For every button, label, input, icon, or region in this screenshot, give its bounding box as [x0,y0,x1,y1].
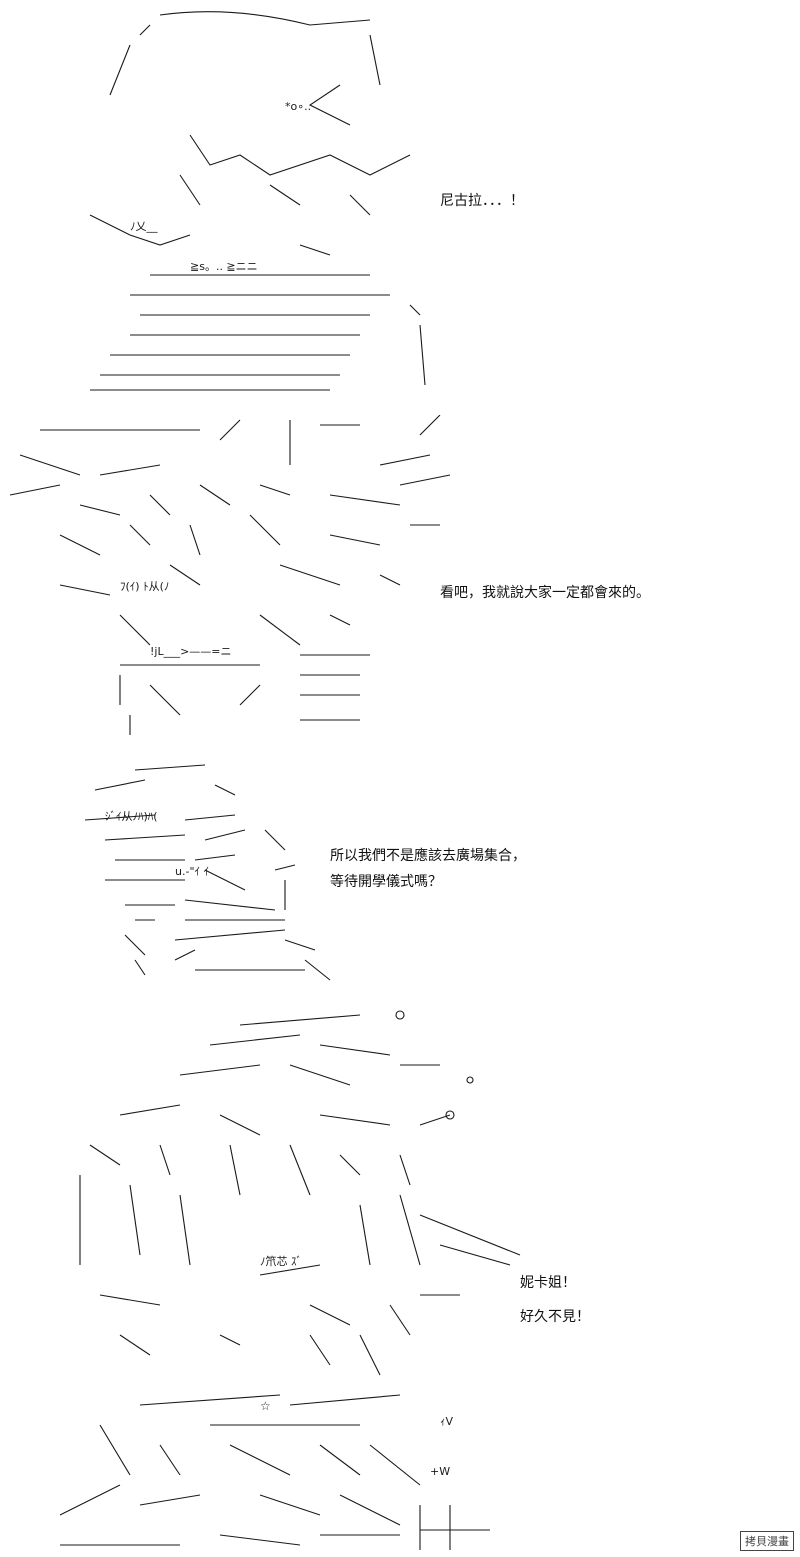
svg-text:u.-"ｲ ｲ: u.-"ｲ ｲ [175,865,209,878]
caption-line: 所以我們不是應該去廣場集合， [330,848,526,864]
caption-1: 尼古拉．．．！ [440,188,524,214]
svg-text:ﾌ(ｲ) ﾄ从(ﾉ: ﾌ(ｲ) ﾄ从(ﾉ [120,580,169,593]
svg-text:+W: +W [430,1465,450,1478]
caption-4: 妮卡姐！ 好久不見！ [520,1270,590,1330]
panel-4: ﾉ笊芯 ｽﾞ ☆ ｨV +W 妮卡姐！ 好久不見！ [0,1000,800,1557]
svg-text:ｼﾞｲ从ﾉﾊ)ﾊ(: ｼﾞｲ从ﾉﾊ)ﾊ( [105,810,158,823]
caption-line: 妮卡姐！ [520,1275,576,1291]
ascii-art-character-2: ﾌ(ｲ) ﾄ从(ﾉ !jL___>——=ニ [0,415,470,745]
svg-text:≧s。.. ≧ニニ: ≧s。.. ≧ニニ [190,260,258,273]
ascii-art-character-1: *o∘.. ﾉ乂__ ≧s。.. ≧ニニ [70,5,440,395]
caption-line: 尼古拉．．．！ [440,193,524,209]
ascii-art-character-3: ｼﾞｲ从ﾉﾊ)ﾊ( u.-"ｲ ｲ [85,760,335,985]
watermark: 拷貝漫畫 [740,1531,794,1551]
panel-2: ﾌ(ｲ) ﾄ从(ﾉ !jL___>——=ニ 看吧，我就說大家一定都會來的。 [0,400,800,755]
panel-3: ｼﾞｲ从ﾉﾊ)ﾊ( u.-"ｲ ｲ 所以我們不是應該去廣場集合， 等待開學儀式嗎… [0,755,800,1000]
caption-3: 所以我們不是應該去廣場集合， 等待開學儀式嗎？ [330,843,526,895]
svg-text:ﾉ乂__: ﾉ乂__ [130,220,158,233]
caption-line: 好久不見！ [520,1309,590,1325]
svg-text:☆: ☆ [260,1399,271,1413]
svg-text:ﾉ笊芯 ｽﾞ: ﾉ笊芯 ｽﾞ [260,1254,302,1268]
ascii-art-character-4: ﾉ笊芯 ｽﾞ ☆ ｨV +W [60,1005,530,1550]
caption-2: 看吧，我就說大家一定都會來的。 [440,580,650,606]
svg-text:*o∘..: *o∘.. [285,100,311,113]
svg-text:!jL___>——=ニ: !jL___>——=ニ [150,645,232,658]
caption-line: 等待開學儀式嗎？ [330,874,442,890]
panel-1: *o∘.. ﾉ乂__ ≧s。.. ≧ニニ 尼古拉．．．！ [0,0,800,400]
caption-line: 看吧，我就說大家一定都會來的。 [440,585,650,601]
svg-text:ｨV: ｨV [440,1415,453,1428]
